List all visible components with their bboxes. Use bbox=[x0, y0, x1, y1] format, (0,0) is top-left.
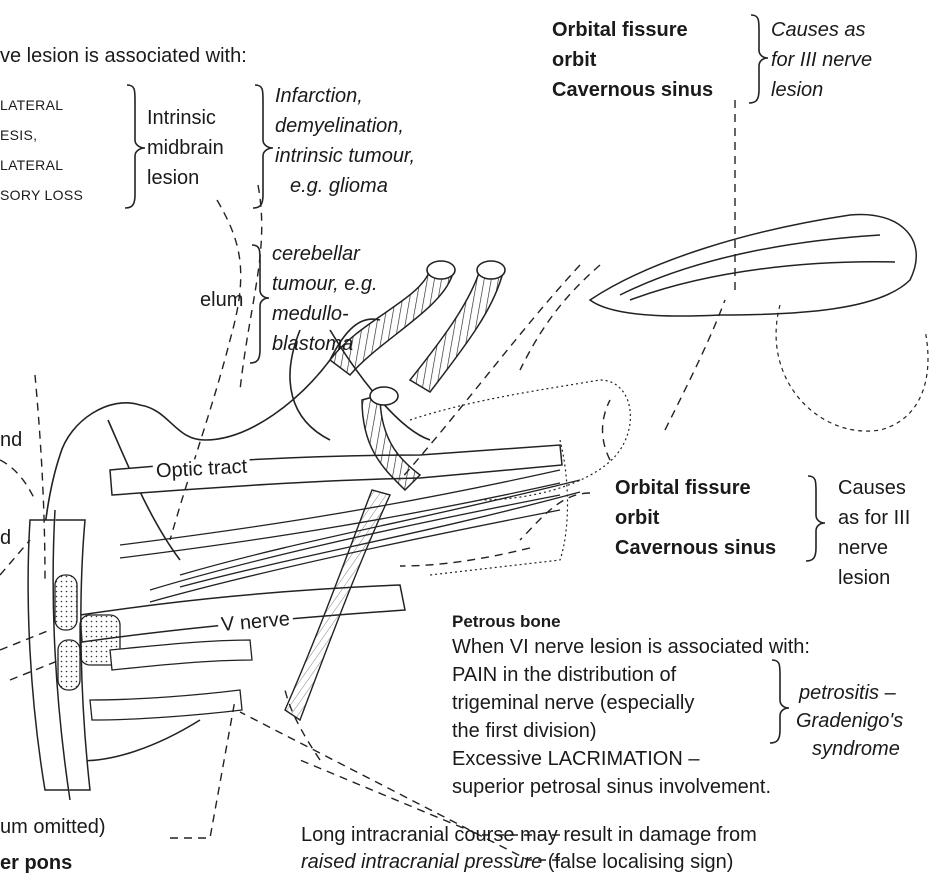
midbrain-sign-line-4: SORY LOSS bbox=[0, 188, 83, 202]
nerve-roots bbox=[90, 640, 252, 720]
orbit-mid-site-2: orbit bbox=[615, 508, 659, 528]
petrous-pain-line-2: trigeminal nerve (especially bbox=[452, 693, 694, 713]
left-fragment-2: d bbox=[0, 528, 11, 548]
lesion-association-fragment: ve lesion is associated with: bbox=[0, 46, 247, 66]
orbit-top-site-2: orbit bbox=[552, 50, 596, 70]
orbit-top-site-1: Orbital fissure bbox=[552, 20, 688, 40]
intracranial-course-line-1: Long intracranial course may result in d… bbox=[301, 825, 757, 845]
midbrain-sign-line-2: ESIS, bbox=[0, 128, 37, 142]
petrous-cause-2: Gradenigo's bbox=[796, 711, 903, 731]
optic-tract-label: Optic tract bbox=[153, 456, 251, 481]
midbrain-lesion-line-3: lesion bbox=[147, 168, 199, 188]
pons-fragment: er pons bbox=[0, 853, 72, 873]
eyeball-outline bbox=[776, 305, 928, 431]
cerebellum-label: elum bbox=[200, 290, 243, 310]
petrous-pain-line-3: the first division) bbox=[452, 721, 597, 741]
eye-orbit bbox=[590, 214, 916, 316]
orbit-top-site-3: Cavernous sinus bbox=[552, 80, 713, 100]
midbrain-cause-line-1: Infarction, bbox=[275, 86, 363, 106]
orbit-mid-cause-4: lesion bbox=[838, 568, 890, 588]
petrous-lacrimation: Excessive LACRIMATION – bbox=[452, 749, 699, 769]
petrous-cause-3: syndrome bbox=[812, 739, 900, 759]
intracranial-course-line-2: raised intracranial pressure (false loca… bbox=[301, 852, 733, 872]
orbit-mid-site-3: Cavernous sinus bbox=[615, 538, 776, 558]
cavernous-sinus bbox=[410, 380, 630, 575]
petrous-intro: When VI nerve lesion is associated with: bbox=[452, 637, 810, 657]
midbrain-sign-line-3: LATERAL bbox=[0, 158, 63, 172]
midbrain-sign-line-1: LATERAL bbox=[0, 98, 63, 112]
midbrain-cause-line-3: intrinsic tumour, bbox=[275, 146, 415, 166]
omitted-fragment: um omitted) bbox=[0, 817, 106, 837]
petrous-cause-1: petrositis – bbox=[799, 683, 896, 703]
raised-icp-phrase: raised intracranial pressure bbox=[301, 851, 542, 873]
cerebellum-cause-line-1: cerebellar bbox=[272, 244, 360, 264]
petrous-pain-line-1: PAIN in the distribution of bbox=[452, 665, 676, 685]
midbrain-lesion-line-1: Intrinsic bbox=[147, 108, 216, 128]
false-localising-sign: (false localising sign) bbox=[542, 851, 733, 873]
midbrain-lesion-line-2: midbrain bbox=[147, 138, 224, 158]
cerebellum-cause-line-3: medullo- bbox=[272, 304, 349, 324]
left-fragment-1: nd bbox=[0, 430, 22, 450]
orbit-mid-cause-2: as for III bbox=[838, 508, 910, 528]
orbit-top-cause-3: lesion bbox=[771, 80, 823, 100]
midbrain-cause-line-4: e.g. glioma bbox=[290, 176, 388, 196]
orbit-mid-cause-1: Causes bbox=[838, 478, 906, 498]
midbrain-cause-line-2: demyelination, bbox=[275, 116, 404, 136]
orbit-top-cause-1: Causes as bbox=[771, 20, 866, 40]
petrous-heading: Petrous bone bbox=[452, 613, 561, 630]
petrous-sinus-involvement: superior petrosal sinus involvement. bbox=[452, 777, 771, 797]
orbit-mid-site-1: Orbital fissure bbox=[615, 478, 751, 498]
orbit-mid-cause-3: nerve bbox=[838, 538, 888, 558]
cerebellum-cause-line-4: blastoma bbox=[272, 334, 353, 354]
orbit-top-cause-2: for III nerve bbox=[771, 50, 872, 70]
cerebellum-cause-line-2: tumour, e.g. bbox=[272, 274, 378, 294]
